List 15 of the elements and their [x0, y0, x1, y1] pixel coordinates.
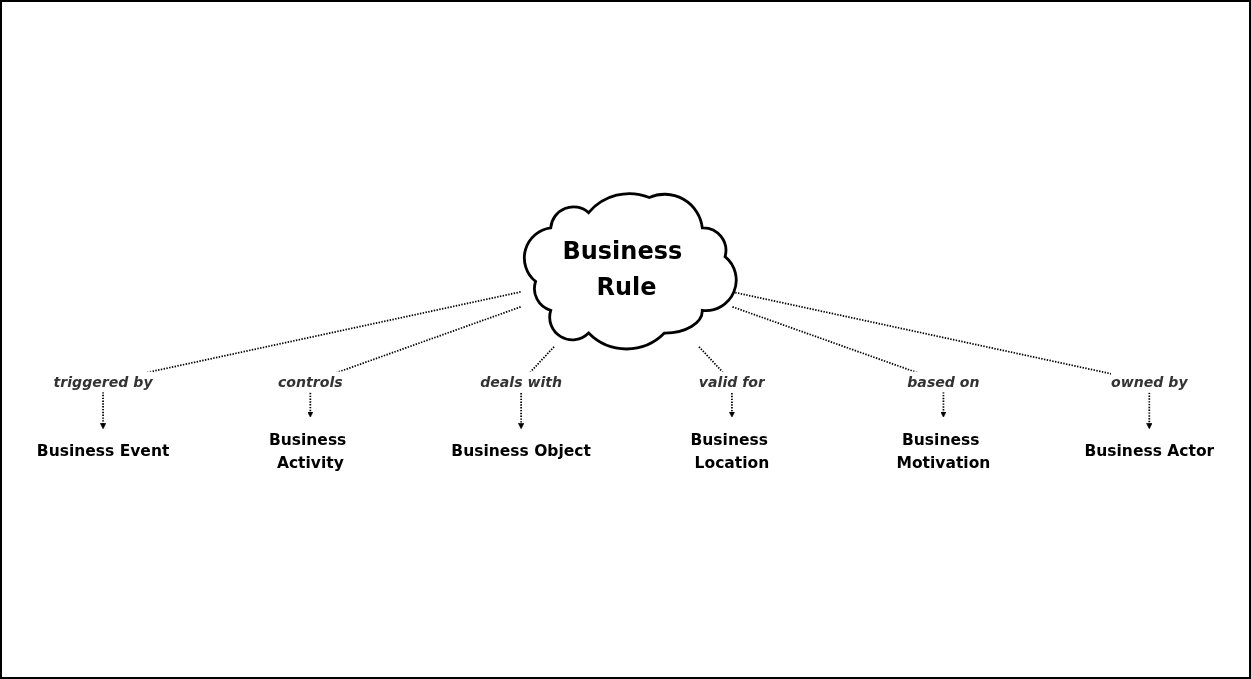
edge-label: deals with: [480, 373, 563, 391]
node-text: Business Actor: [1084, 442, 1215, 461]
arrow: [731, 291, 1153, 430]
node-text: Business Location: [690, 430, 770, 472]
node-text: Business Motivation: [896, 430, 991, 472]
arrow: [731, 306, 947, 418]
node-text: Business Event: [36, 442, 170, 461]
edge-label: based on: [907, 373, 980, 391]
edge-label: triggered by: [53, 373, 153, 391]
node-text: Business Activity: [268, 430, 347, 472]
edge-label: valid for: [698, 373, 765, 391]
edge-label: controls: [277, 373, 343, 391]
arrow: [518, 346, 555, 430]
node-text: Business Object: [451, 442, 591, 461]
edge-label: owned by: [1111, 373, 1188, 391]
